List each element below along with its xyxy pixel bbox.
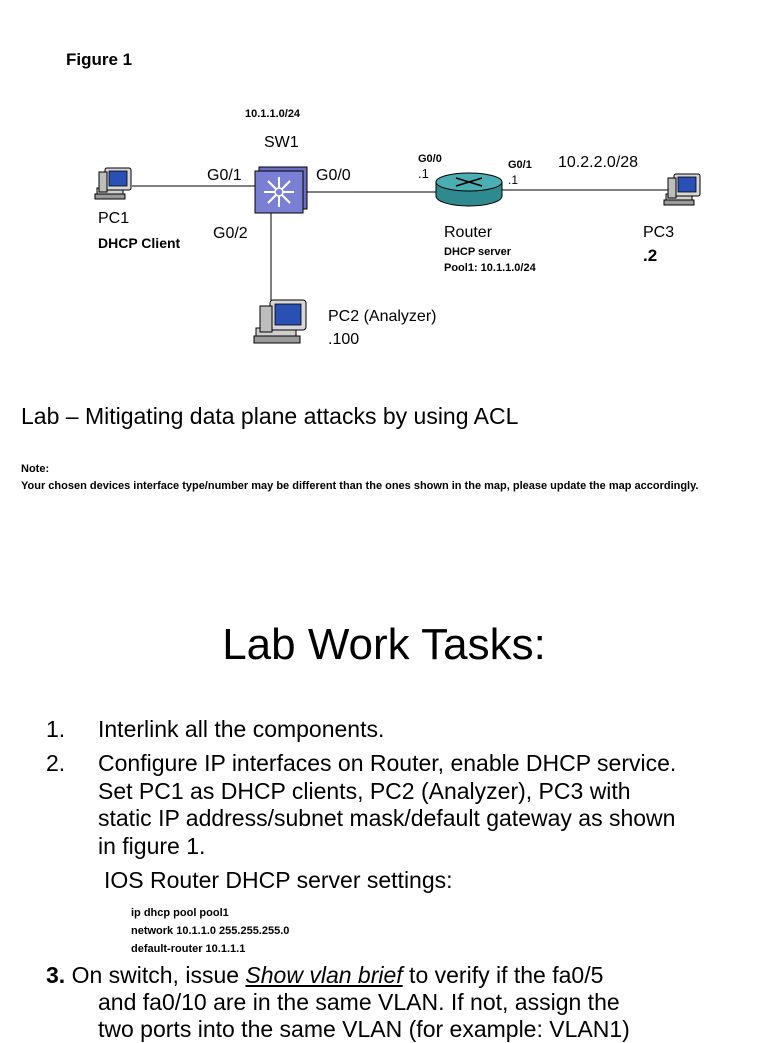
sw1-g01-label: G0/1 — [207, 167, 242, 184]
dhcp-config-line-2: network 10.1.1.0 255.255.255.0 — [131, 925, 290, 937]
subnet-top-label: 10.1.1.0/24 — [245, 108, 301, 120]
task-1-text: Interlink all the components. — [98, 716, 385, 742]
tasks-heading: Lab Work Tasks: — [222, 620, 546, 669]
pc2-computer-icon — [253, 299, 307, 344]
note-heading: Note: — [21, 463, 50, 475]
router-g00-label: G0/0 — [418, 153, 442, 165]
pc1-label: PC1 — [98, 210, 130, 227]
pc3-computer-icon — [663, 173, 701, 206]
router-role-label: DHCP server — [444, 246, 512, 258]
router-g01-label: G0/1 — [508, 159, 532, 171]
router-pool-label: Pool1: 10.1.1.0/24 — [444, 262, 536, 274]
pc3-ip-label: .2 — [643, 246, 658, 265]
sw1-g02-label: G0/2 — [213, 225, 248, 242]
subnet-right-label: 10.2.2.0/28 — [558, 154, 639, 171]
task-2-number: 2. — [46, 750, 66, 776]
pc1-computer-icon — [94, 167, 132, 200]
task-1-number: 1. — [46, 716, 66, 742]
dhcp-config-line-3: default-router 10.1.1.1 — [131, 943, 246, 955]
topology-links — [132, 185, 668, 305]
router-g00-ip: .1 — [418, 166, 429, 181]
lab-title: Lab – Mitigating data plane attacks by u… — [21, 403, 519, 429]
task-3-line-3: two ports into the same VLAN (for exampl… — [98, 1016, 630, 1042]
task-3-line-2: and fa0/10 are in the same VLAN. If not,… — [98, 989, 620, 1015]
dhcp-config-line-1: ip dhcp pool pool1 — [131, 907, 229, 919]
sw1-label: SW1 — [264, 134, 299, 151]
task-3-number: 3. — [46, 962, 66, 988]
figure-label: Figure 1 — [66, 50, 133, 69]
sw1-switch-icon — [254, 166, 308, 214]
router-g01-ip: .1 — [508, 173, 519, 187]
router-label: Router — [444, 224, 493, 241]
pc2-ip-label: .100 — [328, 331, 360, 348]
pc1-role-label: DHCP Client — [98, 235, 181, 251]
note-text: Your chosen devices interface type/numbe… — [21, 480, 699, 492]
sw1-g00-label: G0/0 — [316, 167, 351, 184]
task-2-text: Configure IP interfaces on Router, enabl… — [98, 750, 677, 859]
task-3-line-1: 3. On switch, issue Show vlan brief to v… — [46, 962, 603, 989]
pc2-label: PC2 (Analyzer) — [328, 308, 437, 325]
pc3-label: PC3 — [643, 224, 675, 241]
dhcp-settings-label: IOS Router DHCP server settings: — [104, 867, 453, 893]
task-3-pre: On switch, issue — [65, 962, 246, 988]
task-3-line1-post: to verify if the fa0/5 — [402, 962, 604, 988]
task-3-command: Show vlan brief — [245, 962, 403, 988]
router-icon — [435, 172, 503, 207]
